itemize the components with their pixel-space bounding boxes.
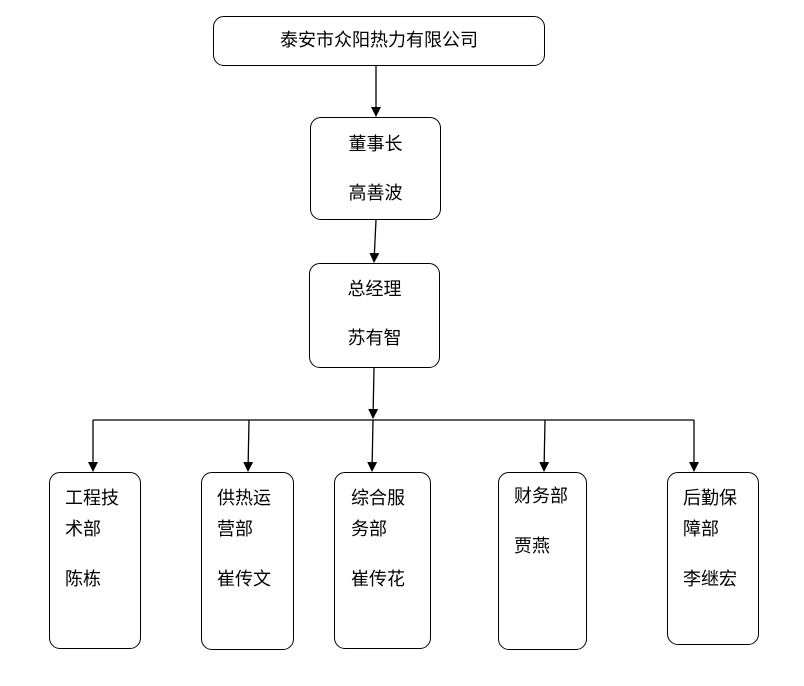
department-name-line1: 供热运 xyxy=(217,488,271,509)
arrow-to-dept-2 xyxy=(243,419,254,472)
department-person: 陈栋 xyxy=(65,569,101,590)
company-box xyxy=(213,16,545,66)
chairman-name: 高善波 xyxy=(348,183,403,204)
department-box-logistics xyxy=(667,472,759,645)
department-name-line1: 综合服 xyxy=(351,488,405,509)
department-name-line2: 务部 xyxy=(351,519,387,540)
general-manager-title: 总经理 xyxy=(347,279,402,300)
department-box-heating-operations xyxy=(201,472,294,650)
department-person: 崔传文 xyxy=(217,569,271,590)
department-box-engineering xyxy=(49,472,141,649)
chairman-box xyxy=(310,117,441,220)
chairman-title: 董事长 xyxy=(348,134,403,155)
arrow-chairman-to-gm xyxy=(369,219,380,263)
department-person: 李继宏 xyxy=(683,569,737,590)
department-name-line1: 后勤保 xyxy=(683,488,737,509)
department-name-line2: 术部 xyxy=(65,519,101,540)
department-box-finance xyxy=(498,472,587,650)
department-person: 贾燕 xyxy=(514,536,550,557)
arrow-to-dept-3 xyxy=(367,419,378,472)
department-person: 崔传花 xyxy=(351,569,405,590)
arrow-gm-to-bus xyxy=(368,367,379,419)
department-name-line2: 障部 xyxy=(683,519,719,540)
department-name-line2: 营部 xyxy=(217,519,253,540)
general-manager-name: 苏有智 xyxy=(347,328,402,349)
company-name: 泰安市众阳热力有限公司 xyxy=(280,30,478,51)
department-name-line1: 财务部 xyxy=(514,486,568,507)
department-box-general-services xyxy=(334,472,431,649)
general-manager-box xyxy=(309,263,440,368)
arrow-to-dept-4 xyxy=(539,419,550,472)
department-name-line1: 工程技 xyxy=(65,488,119,509)
